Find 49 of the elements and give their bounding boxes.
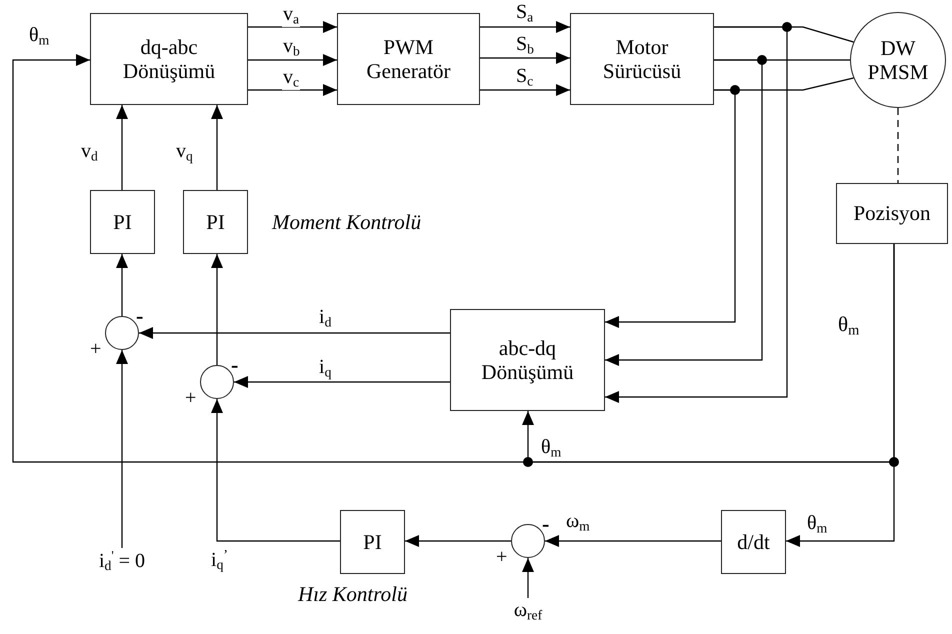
- arrow: [522, 558, 534, 598]
- block-label: d/dt: [737, 530, 770, 554]
- arrow: [211, 399, 340, 542]
- controller-block: [183, 190, 248, 254]
- reference-input-label: i$_{d}$$^{'}$ = 0: [80, 548, 164, 574]
- block-label: abc-dq Dönüşümü: [480, 336, 575, 384]
- arrow: [139, 327, 450, 339]
- arrow: [545, 535, 721, 547]
- block-label: dq-abc Dönüşümü: [122, 34, 216, 84]
- sensor-block: [836, 183, 948, 244]
- sign-label: +: [185, 388, 196, 408]
- sign-label: -: [136, 305, 144, 327]
- reference-input-label: ω$_{ref}$: [505, 598, 551, 624]
- arrow: [248, 84, 337, 96]
- sign-label: -: [231, 354, 238, 376]
- arrow: [116, 105, 128, 190]
- arrow: [605, 26, 788, 403]
- connector-line: [897, 108, 899, 183]
- arrow: [234, 376, 450, 388]
- arrow: [211, 105, 223, 190]
- generator-block: [337, 13, 480, 105]
- transform-block: [450, 309, 605, 411]
- sign-label: +: [90, 339, 102, 359]
- block-label: Pozisyon: [853, 201, 930, 226]
- sign-label: -: [542, 513, 550, 535]
- arrow: [480, 21, 570, 33]
- sign-label: +: [496, 547, 508, 567]
- arrow: [605, 59, 763, 366]
- block-label: PI: [363, 530, 382, 554]
- arrow: [211, 254, 223, 365]
- arrow: [480, 52, 570, 64]
- driver-block: [570, 13, 714, 105]
- block-label: DW PMSM: [866, 36, 930, 84]
- transform-block: [90, 13, 248, 105]
- arrow: [605, 89, 736, 328]
- arrow: [248, 21, 337, 33]
- block-label: PI: [206, 210, 225, 234]
- block-label: PWM Generatör: [366, 34, 452, 84]
- arrow: [480, 84, 570, 96]
- arrow: [116, 254, 128, 316]
- arrow: [12, 54, 895, 463]
- derivative-block: [721, 510, 786, 574]
- arrow: [405, 535, 511, 547]
- controller-block: [90, 190, 155, 254]
- block-label: Motor Sürücüsü: [602, 34, 682, 84]
- controller-block: [340, 510, 405, 574]
- arrow: [116, 350, 128, 548]
- block-label: PI: [113, 210, 132, 234]
- arrow: [248, 54, 337, 66]
